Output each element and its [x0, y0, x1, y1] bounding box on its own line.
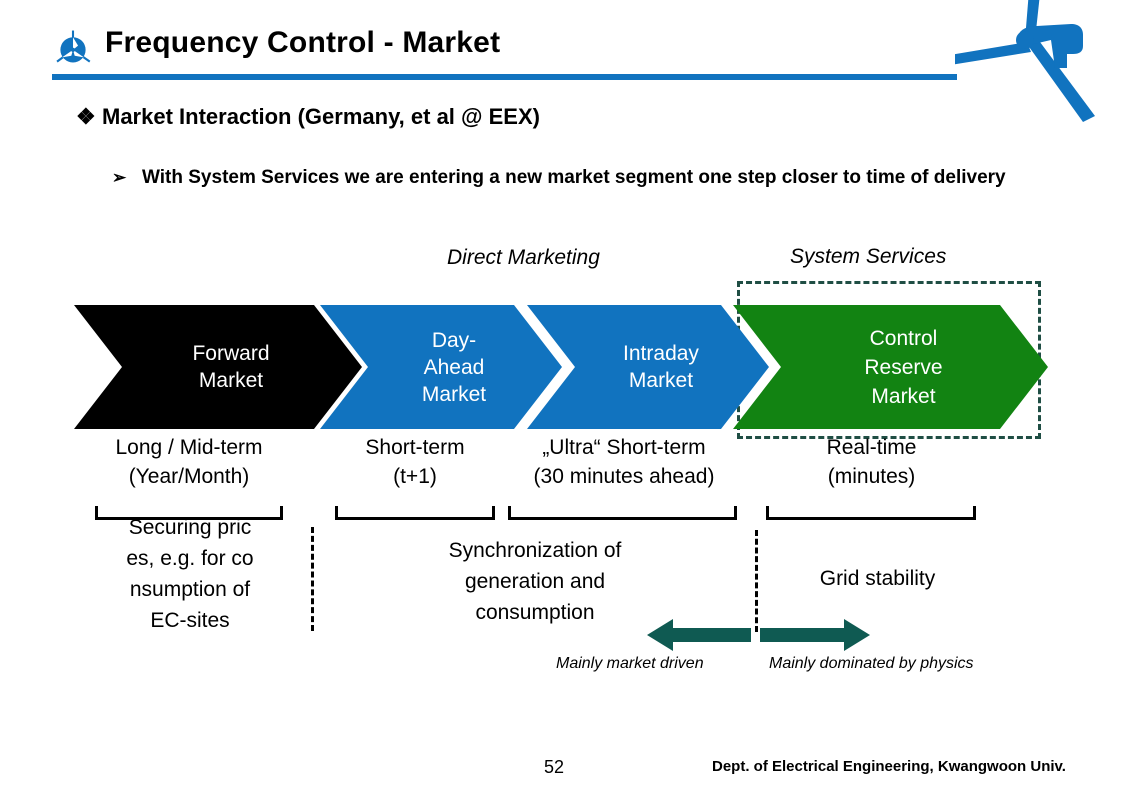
securing-line4: EC-sites — [150, 609, 230, 632]
timeframe-control-reserve-market: Real-time (minutes) — [764, 433, 979, 491]
chevron-intraday-line2: Market — [628, 369, 694, 392]
timeframe-intraday-market: „Ultra“ Short-term (30 minutes ahead) — [503, 433, 745, 491]
bullet-level1: ❖Market Interaction (Germany, et al @ EE… — [76, 104, 540, 130]
timeframe-forward-market: Long / Mid-term (Year/Month) — [93, 433, 285, 491]
bullet-level2: ➢ With System Services we are entering a… — [112, 157, 1072, 198]
sync-line2: generation and — [464, 570, 606, 593]
timeframe-intraday-line2: (30 minutes ahead) — [533, 465, 715, 488]
sync-line1: Synchronization of — [448, 539, 622, 562]
market-stage-chevron-band: Forward Market Day- Ahead Market Intrada… — [0, 305, 1123, 429]
timeframe-forward-line2: (Year/Month) — [128, 465, 250, 488]
right-arrow-icon — [760, 617, 870, 653]
description-securing-prices: Securing pric es, e.g. for co nsumption … — [95, 512, 285, 636]
timeframe-forward-line1: Long / Mid-term — [115, 436, 263, 459]
timeframe-day-line1: Short-term — [365, 436, 465, 459]
timeframe-real-line1: Real-time — [826, 436, 917, 459]
bracket-forward-market — [95, 506, 283, 520]
chevron-day-line1: Day- — [431, 328, 477, 352]
diamond-bullet-icon: ❖ — [76, 104, 96, 129]
timeframe-day-ahead-market: Short-term (t+1) — [330, 433, 500, 491]
bullet-level2-label: With System Services we are entering a n… — [142, 167, 1006, 188]
caption-mainly-market-driven: Mainly market driven — [556, 655, 704, 672]
chevron-forward-line1: Forward — [192, 342, 270, 365]
chevron-day-line2: Ahead — [423, 355, 485, 379]
caption-mainly-dominated-by-physics: Mainly dominated by physics — [769, 655, 974, 672]
caption-direct-marketing: Direct Marketing — [447, 246, 600, 269]
chevron-control-reserve-market[interactable]: Control Reserve Market — [733, 305, 1048, 429]
bracket-control-reserve-market — [766, 506, 976, 520]
sync-line3: consumption — [475, 601, 595, 624]
caption-system-services: System Services — [790, 245, 947, 268]
chevron-day-line3: Market — [421, 382, 487, 406]
bracket-intraday-market — [508, 506, 737, 520]
description-synchronization: Synchronization of generation and consum… — [390, 535, 680, 628]
bullet-level1-label: Market Interaction (Germany, et al @ EEX… — [102, 104, 540, 129]
divider-forward-vs-shortterm — [311, 527, 314, 631]
turbine-circle-logo-icon — [52, 28, 94, 70]
title-underline-rule — [52, 74, 957, 80]
wind-turbine-icon — [895, 0, 1123, 122]
bracket-day-ahead-market — [335, 506, 495, 520]
chevron-intraday-line1: Intraday — [623, 342, 699, 365]
chevron-intraday-market[interactable]: Intraday Market — [527, 305, 769, 429]
page-number: 52 — [544, 757, 565, 777]
chevron-forward-market[interactable]: Forward Market — [74, 305, 362, 429]
timeframe-day-line2: (t+1) — [393, 465, 437, 488]
securing-line1: Securing pric — [128, 516, 252, 539]
chevron-control-line2: Reserve — [864, 355, 943, 379]
arrow-bullet-icon: ➢ — [112, 168, 127, 187]
page-title: Frequency Control - Market — [105, 26, 501, 59]
securing-line2: es, e.g. for co — [126, 547, 254, 570]
divider-market-vs-physics — [755, 530, 758, 632]
securing-line3: nsumption of — [129, 578, 251, 601]
timeframe-intraday-line1: „Ultra“ Short-term — [542, 436, 706, 459]
left-arrow-icon — [647, 617, 751, 653]
timeframe-real-line2: (minutes) — [827, 465, 916, 488]
chevron-forward-line2: Market — [198, 369, 264, 392]
footer-department: Dept. of Electrical Engineering, Kwangwo… — [712, 758, 1066, 775]
chevron-control-line3: Market — [871, 384, 936, 408]
description-grid-stability: Grid stability — [819, 567, 936, 590]
chevron-control-line1: Control — [869, 326, 938, 350]
